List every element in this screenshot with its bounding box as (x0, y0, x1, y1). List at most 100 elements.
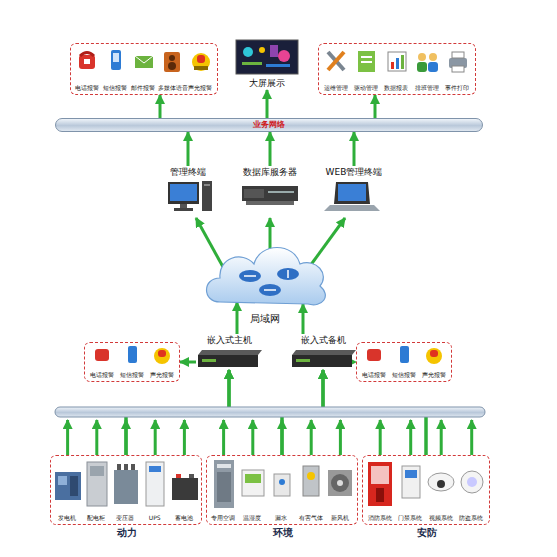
cloud-shape (200, 238, 330, 326)
power-icons (189, 474, 194, 478)
computers (204, 184, 210, 186)
environment-icons (307, 472, 315, 480)
bus-arrows (154, 420, 157, 455)
power-icons (58, 476, 67, 485)
flow-arrow (180, 361, 196, 364)
security-icons (428, 473, 454, 491)
item-label: 消防系统 (365, 515, 396, 521)
management-group: 运维管理驱动管理数据报表排班管理事件打印 (318, 43, 476, 95)
bus-arrows (310, 420, 313, 455)
top-alarm-icons (80, 53, 94, 57)
computers (244, 189, 264, 198)
bus-arrows (440, 420, 443, 455)
top-management-icons (328, 52, 344, 70)
top-management-icons (401, 55, 404, 69)
top-alarm-icons (84, 59, 90, 64)
node-label: 大屏展示 (220, 79, 314, 88)
item-label: 配电柜 (82, 515, 111, 521)
embedded-hosts (198, 350, 262, 355)
bus-arrows (95, 420, 98, 455)
bus-arrows (470, 420, 473, 455)
item-label: 声光报警 (419, 372, 449, 378)
top-alarm-icons (135, 56, 153, 68)
top-alarm-icons (164, 52, 180, 72)
device-group: 专用空调温湿度漏水有害气体新风机环境 (206, 455, 358, 525)
power-icons (114, 470, 138, 504)
item-label: 电话报警 (73, 85, 101, 91)
security-icons (402, 466, 420, 498)
computers (180, 204, 187, 208)
computers (174, 208, 193, 211)
power-icons (55, 472, 81, 500)
cloud-shape (207, 248, 326, 305)
top-alarm-icons (79, 55, 95, 69)
item-label: 门禁系统 (395, 515, 426, 521)
big-screen (243, 47, 253, 57)
device-group: 发电机配电柜变压器UPS蓄电池动力 (50, 455, 202, 525)
flow-arrow (374, 95, 377, 118)
flow-arrow (159, 95, 162, 118)
power-icons (149, 466, 161, 472)
node-label: 局域网 (190, 314, 340, 324)
side-alarm-icons (128, 346, 137, 363)
power-icons (124, 464, 128, 470)
alarm-group: 电话报警短信报警邮件报警多媒体语音声光报警 (70, 43, 218, 95)
power-icons (172, 478, 198, 500)
security-icons (405, 470, 417, 478)
item-label: 温湿度 (238, 515, 267, 521)
top-management-icons (396, 58, 399, 69)
environment-icons (245, 474, 261, 483)
top-management-icons (361, 56, 372, 58)
node-label: 嵌入式主机 (186, 336, 272, 345)
power-icons (55, 462, 198, 506)
group-heading: 动力 (51, 528, 203, 538)
environment-icons (303, 466, 319, 496)
item-label: 专用空调 (209, 515, 238, 521)
item-label: 防盗系统 (456, 515, 487, 521)
bus-arrows (409, 420, 412, 455)
item-label: 电话报警 (359, 372, 389, 378)
bus-arrows (222, 420, 225, 455)
embedded-hosts (198, 350, 356, 367)
top-management-icons (358, 51, 375, 72)
top-management-icons (428, 62, 438, 72)
top-management-icons (452, 52, 464, 58)
bus-arrows (281, 420, 284, 455)
big-screen (242, 62, 262, 65)
big-screen (236, 40, 298, 74)
server-node: 数据库服务器 (232, 166, 308, 218)
item-label: 蓄电池 (169, 515, 198, 521)
bus-arrows (339, 420, 342, 455)
security-icons (376, 488, 384, 502)
embedded-hosts (202, 359, 216, 362)
item-label: 排班管理 (412, 85, 442, 91)
computers (168, 182, 199, 204)
top-management-icons (449, 58, 467, 68)
node-label: 数据库服务器 (222, 168, 318, 177)
top-management-icons (452, 66, 464, 72)
big-screen (270, 45, 278, 57)
top-management-icons (328, 51, 467, 72)
node-label: 嵌入式备机 (280, 336, 366, 345)
item-label: 声光报警 (186, 85, 214, 91)
item-label: 有害气体 (296, 515, 325, 521)
security-icons (368, 462, 392, 506)
environment-icons (279, 479, 285, 485)
computers (246, 201, 294, 205)
flow-arrow (187, 132, 190, 166)
security-icons (437, 480, 445, 488)
group-heading: 安防 (363, 528, 491, 538)
group-heading: 环境 (207, 528, 359, 538)
computers (202, 181, 212, 211)
flow-arrow (323, 370, 426, 455)
environment-icons (328, 470, 352, 496)
side-alarm-icons (400, 346, 409, 363)
flow-arrow (266, 90, 269, 118)
security-icons (371, 466, 389, 484)
computers (334, 182, 370, 204)
alarm-group: 电话报警短信报警声光报警 (84, 342, 180, 382)
big-screen (278, 50, 290, 62)
top-alarm-icons (192, 53, 210, 71)
power-icons (176, 474, 181, 478)
item-label: 运维管理 (321, 85, 351, 91)
